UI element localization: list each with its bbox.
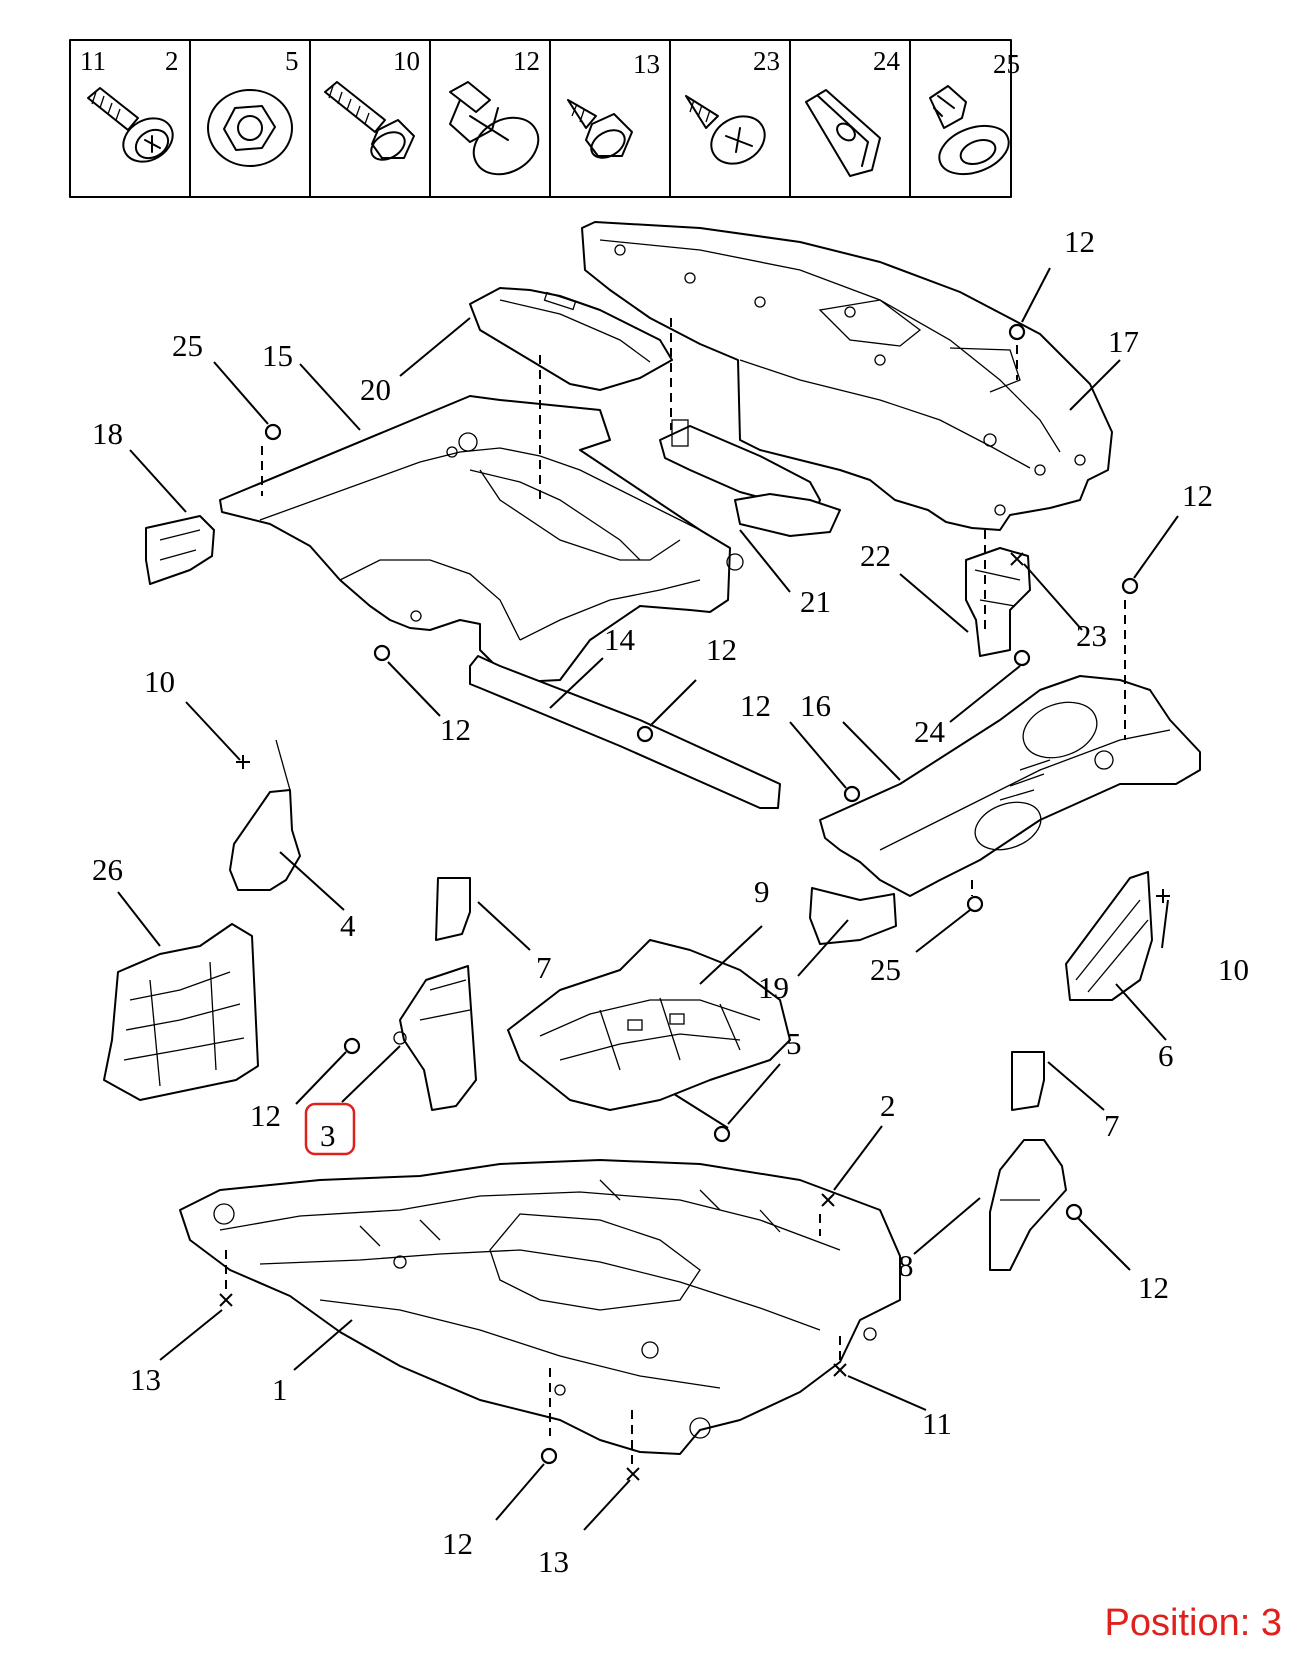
part-8-bracket: [989, 1139, 1067, 1271]
header-num-11: 11: [80, 46, 106, 76]
u-nut-clip-icon: [805, 89, 881, 177]
callout-25: 25: [870, 952, 901, 987]
callout-12: 12: [250, 1098, 281, 1133]
part-26-side-panel: [103, 923, 259, 1101]
callout-12: 12: [440, 712, 471, 747]
callout-13: 13: [130, 1362, 161, 1397]
fir-tree-clip-icon: [929, 85, 1010, 176]
leader-lines: [117, 267, 1179, 1531]
header-num-24: 24: [873, 46, 901, 76]
part-15-radiator-undercover: [219, 395, 744, 683]
header-num-13: 13: [633, 49, 660, 79]
callout-21: 21: [800, 584, 831, 619]
callout-24: 24: [914, 714, 946, 749]
part-20-access-cover: [469, 287, 673, 391]
position-highlight-box: [304, 1102, 356, 1156]
callout-23: 23: [1076, 618, 1107, 653]
header-num-2: 2: [165, 46, 179, 76]
part-17-front-cover: [581, 221, 1113, 531]
callout-15: 15: [262, 338, 293, 373]
part-18-bracket: [145, 515, 215, 585]
callout-10: 10: [1218, 952, 1249, 987]
callout-26: 26: [92, 852, 123, 887]
callout-2: 2: [880, 1088, 896, 1123]
part-16-engine-undercover: [819, 675, 1201, 897]
part-9-skid-plate: [507, 939, 791, 1111]
callout-12: 12: [1138, 1270, 1169, 1305]
part-19-bracket: [809, 887, 897, 945]
callout-13: 13: [538, 1544, 569, 1579]
header-num-23: 23: [753, 46, 780, 76]
callout-7: 7: [536, 950, 552, 985]
assembly-lines: [225, 318, 1126, 1470]
part-4-side-shield-left: [229, 739, 301, 891]
callout-12: 12: [1182, 478, 1213, 513]
callout-17: 17: [1108, 324, 1139, 359]
callout-10: 10: [144, 664, 175, 699]
part-7-bracket-right: [1011, 1051, 1045, 1111]
callout-22: 22: [860, 538, 891, 573]
callout-12: 12: [706, 632, 737, 667]
push-clip-icon: [449, 81, 540, 176]
part-3-splash-shield: [393, 965, 477, 1111]
callout-25: 25: [172, 328, 203, 363]
callout-9: 9: [754, 874, 770, 909]
hex-nut-icon: [207, 89, 293, 167]
callout-11: 11: [922, 1406, 952, 1441]
callout-18: 18: [92, 416, 123, 451]
callout-7: 7: [1104, 1108, 1120, 1143]
header-num-25: 25: [993, 49, 1020, 79]
header-num-5: 5: [285, 46, 299, 76]
callout-3: 3: [320, 1118, 336, 1153]
header-num-10: 10: [393, 46, 420, 76]
fastener-markers: [219, 323, 1170, 1481]
callout-12: 12: [740, 688, 771, 723]
callout-5: 5: [786, 1026, 802, 1061]
fastener-header-table: 11 2 5 10 12 13 23 24 25: [69, 39, 1020, 198]
callout-4: 4: [340, 908, 356, 943]
hex-bolt-icon: [324, 81, 415, 161]
callout-1: 1: [272, 1372, 288, 1407]
callout-14: 14: [604, 622, 636, 657]
callout-19: 19: [758, 970, 789, 1005]
callout-20: 20: [360, 372, 391, 407]
callouts: 12 17 25 15 20 18 12 22 21 23 14 12 12 1…: [92, 224, 1249, 1579]
callout-12: 12: [442, 1526, 473, 1561]
part-7-bracket-left: [435, 877, 471, 941]
phillips-screw-icon: [685, 95, 766, 165]
callout-12: 12: [1064, 224, 1095, 259]
position-label: Position: 3: [1104, 1602, 1282, 1644]
part-14-cross-bar: [469, 655, 781, 809]
callout-16: 16: [800, 688, 831, 723]
part-6-side-shield-right: [1065, 871, 1153, 1001]
part-21-bracket: [659, 419, 841, 537]
tapping-screw-icon: [567, 99, 633, 159]
callout-6: 6: [1158, 1038, 1174, 1073]
header-num-12: 12: [513, 46, 540, 76]
flange-bolt-icon: [87, 87, 174, 163]
callout-8: 8: [898, 1248, 914, 1283]
part-1-engine-undershield: [179, 1159, 901, 1455]
part-22-bracket: [965, 547, 1031, 657]
